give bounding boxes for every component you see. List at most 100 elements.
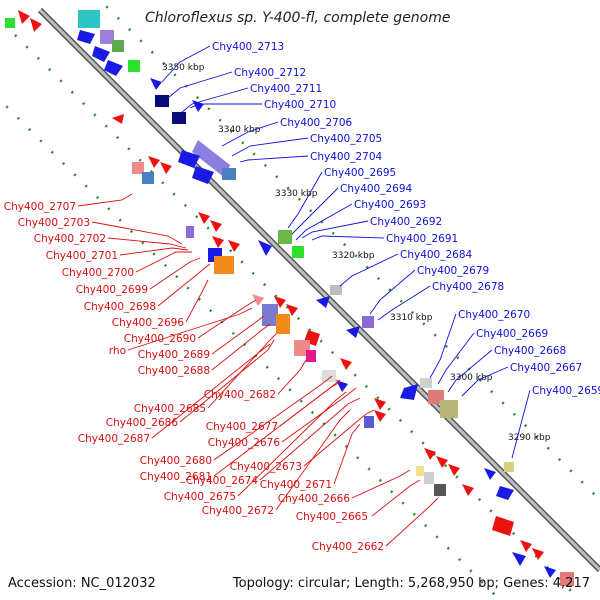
- gene-arrow[interactable]: [92, 46, 110, 62]
- gene-label[interactable]: Chy400_2692: [370, 216, 442, 228]
- gene-block[interactable]: [262, 304, 278, 326]
- gene-block[interactable]: [504, 462, 514, 472]
- gene-arrow[interactable]: [340, 358, 352, 370]
- gene-arrow[interactable]: [18, 10, 30, 24]
- gene-label[interactable]: Chy400_2704: [310, 151, 383, 163]
- gene-block[interactable]: [172, 112, 186, 124]
- gene-label[interactable]: Chy400_2712: [234, 67, 306, 79]
- gene-label[interactable]: Chy400_2668: [494, 345, 566, 357]
- gene-block[interactable]: [132, 162, 144, 174]
- gene-label[interactable]: Chy400_2669: [476, 328, 548, 340]
- gene-label[interactable]: Chy400_2687: [78, 433, 150, 445]
- gene-block[interactable]: [276, 314, 290, 334]
- gene-arrow[interactable]: [258, 240, 272, 256]
- gene-arrow[interactable]: [512, 552, 526, 566]
- gene-block[interactable]: [100, 30, 114, 44]
- gene-arrow[interactable]: [77, 30, 95, 44]
- gene-label[interactable]: Chy400_2694: [340, 183, 413, 195]
- gene-arrow[interactable]: [112, 114, 124, 124]
- gene-arrow[interactable]: [448, 464, 460, 476]
- gene-label[interactable]: Chy400_2675: [164, 491, 236, 503]
- gene-arrow[interactable]: [496, 486, 514, 500]
- gene-arrow[interactable]: [374, 398, 386, 410]
- gene-label[interactable]: Chy400_2685: [134, 403, 206, 415]
- gene-arrow[interactable]: [532, 548, 544, 560]
- gene-arrow[interactable]: [104, 60, 123, 76]
- gene-block[interactable]: [192, 140, 230, 178]
- gene-block[interactable]: [330, 285, 342, 295]
- gene-label[interactable]: Chy400_2680: [140, 455, 212, 467]
- gene-arrow[interactable]: [544, 566, 556, 578]
- gene-arrow[interactable]: [198, 212, 210, 224]
- gene-label[interactable]: Chy400_2711: [250, 83, 322, 95]
- gene-block[interactable]: [278, 230, 292, 244]
- gene-label[interactable]: Chy400_2696: [112, 317, 185, 329]
- gene-block[interactable]: [292, 246, 304, 258]
- gene-label[interactable]: Chy400_2702: [34, 233, 106, 245]
- gene-block[interactable]: [112, 40, 124, 52]
- gene-arrow[interactable]: [228, 240, 240, 252]
- gene-arrow[interactable]: [252, 294, 264, 306]
- gene-label[interactable]: Chy400_2713: [212, 41, 284, 53]
- gene-block[interactable]: [186, 226, 194, 238]
- gene-label[interactable]: Chy400_2676: [208, 437, 281, 449]
- gene-label[interactable]: Chy400_2706: [280, 117, 353, 129]
- gene-arrow[interactable]: [346, 326, 360, 338]
- gene-block[interactable]: [440, 400, 458, 418]
- gene-arrow[interactable]: [160, 162, 172, 174]
- gene-label[interactable]: Chy400_2693: [354, 199, 426, 211]
- gene-block[interactable]: [222, 168, 236, 180]
- gene-arrow[interactable]: [462, 484, 474, 496]
- gene-block[interactable]: [306, 350, 316, 362]
- gene-label[interactable]: Chy400_2698: [84, 301, 156, 313]
- gene-label[interactable]: Chy400_2671: [260, 479, 332, 491]
- gene-label[interactable]: Chy400_2701: [46, 250, 118, 262]
- gene-arrow[interactable]: [436, 456, 448, 468]
- gene-block[interactable]: [424, 472, 434, 484]
- gene-arrow[interactable]: [192, 166, 214, 184]
- gene-arrow[interactable]: [374, 410, 386, 422]
- gene-arrow[interactable]: [30, 18, 42, 32]
- gene-block[interactable]: [364, 416, 374, 428]
- gene-label[interactable]: Chy400_2670: [458, 309, 530, 321]
- gene-block[interactable]: [128, 60, 140, 72]
- gene-label[interactable]: Chy400_2662: [312, 541, 384, 553]
- gene-label[interactable]: Chy400_2678: [432, 281, 504, 293]
- gene-label[interactable]: Chy400_2691: [386, 233, 458, 245]
- gene-block[interactable]: [362, 316, 374, 328]
- gene-block[interactable]: [155, 95, 169, 107]
- gene-label[interactable]: Chy400_2677: [206, 421, 278, 433]
- gene-block[interactable]: [322, 370, 336, 382]
- gene-label[interactable]: Chy400_2684: [400, 249, 473, 261]
- gene-label[interactable]: Chy400_2710: [264, 99, 336, 111]
- gene-block[interactable]: [5, 18, 15, 28]
- gene-arrow[interactable]: [212, 236, 224, 248]
- gene-block[interactable]: [416, 466, 424, 476]
- gene-arrow[interactable]: [484, 468, 496, 480]
- gene-label[interactable]: Chy400_2695: [324, 167, 396, 179]
- gene-arrow[interactable]: [148, 156, 160, 168]
- gene-label[interactable]: Chy400_2666: [278, 493, 351, 505]
- gene-arrow[interactable]: [286, 304, 298, 316]
- gene-label[interactable]: Chy400_2681: [140, 471, 212, 483]
- gene-label[interactable]: Chy400_2673: [230, 461, 302, 473]
- gene-label[interactable]: Chy400_2682: [204, 389, 276, 401]
- gene-block[interactable]: [420, 378, 432, 388]
- gene-arrow[interactable]: [274, 296, 286, 308]
- gene-label[interactable]: Chy400_2703: [18, 217, 90, 229]
- gene-arrow[interactable]: [520, 540, 532, 552]
- gene-label[interactable]: Chy400_2686: [106, 417, 179, 429]
- gene-label[interactable]: Chy400_2674: [186, 475, 259, 487]
- gene-label[interactable]: Chy400_2699: [76, 284, 148, 296]
- gene-label[interactable]: Chy400_2667: [510, 362, 582, 374]
- gene-arrow[interactable]: [150, 78, 162, 90]
- gene-label[interactable]: Chy400_2688: [138, 365, 210, 377]
- gene-block[interactable]: [214, 256, 234, 274]
- gene-label[interactable]: Chy400_2700: [62, 267, 134, 279]
- gene-arrow[interactable]: [178, 150, 200, 168]
- gene-label[interactable]: rho: [109, 345, 126, 357]
- gene-label[interactable]: Chy400_2689: [138, 349, 210, 361]
- gene-label[interactable]: Chy400_2659: [532, 385, 600, 397]
- gene-arrow[interactable]: [492, 516, 514, 536]
- gene-arrow[interactable]: [424, 448, 436, 460]
